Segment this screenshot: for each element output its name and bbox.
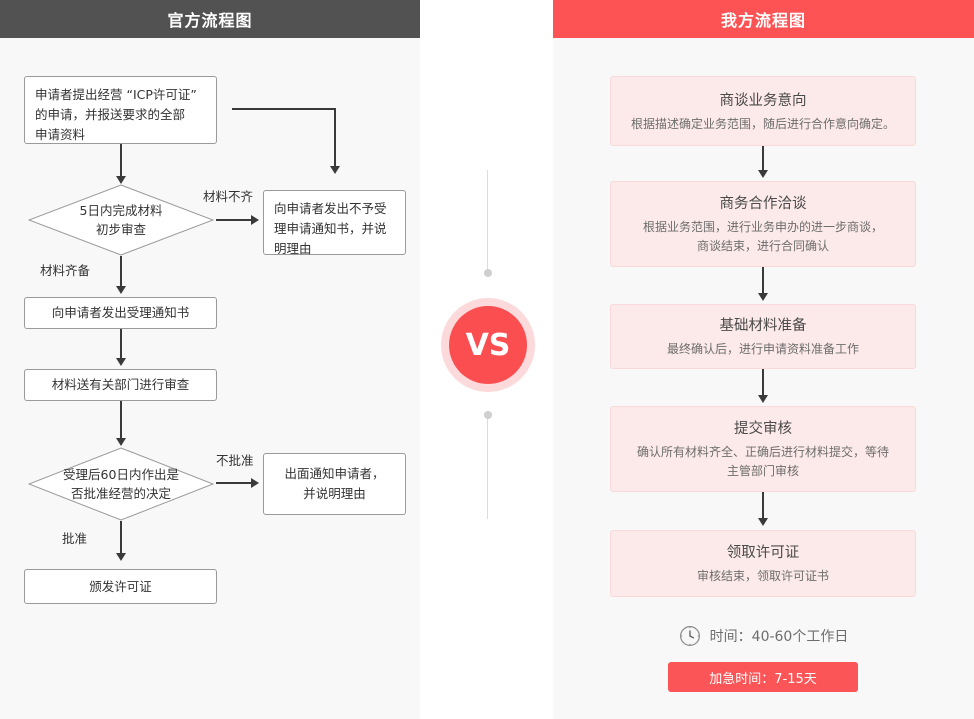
flow-node-send-dept: 材料送有关部门进行审查 — [24, 369, 217, 401]
step-5-desc: 审核结束，领取许可证书 — [696, 569, 829, 583]
connector-accept-to-dept — [120, 329, 122, 360]
flow-node-apply-label: 申请者提出经营 “ICP许可证” 的申请，并报送要求的全部 申请资料 — [35, 87, 197, 142]
connector-decide-to-issue — [120, 521, 122, 555]
connector-step-1-2 — [762, 146, 764, 172]
vs-line-top — [487, 170, 488, 275]
flow-node-accept-notice: 向申请者发出受理通知书 — [24, 297, 217, 329]
connector-apply-right — [232, 108, 336, 110]
arrow-step-2-3 — [758, 293, 768, 301]
connector-apply-down — [334, 108, 336, 168]
step-1-desc: 根据描述确定业务范围，随后进行合作意向确定。 — [630, 116, 895, 131]
step-card-2: 商务合作洽谈 根据业务范围，进行业务申办的进一步商谈， 商谈结束，进行合同确认 — [610, 181, 916, 267]
diamond-shape-review — [28, 184, 214, 256]
connector-dept-to-decide — [120, 401, 122, 441]
vs-line-bottom — [487, 419, 488, 519]
step-4-title: 提交审核 — [734, 421, 792, 437]
time-summary-row: 时间：40-60个工作日 — [553, 625, 974, 647]
step-5-title: 领取许可证 — [726, 545, 800, 561]
step-card-1: 商谈业务意向 根据描述确定业务范围，随后进行合作意向确定。 — [610, 76, 916, 146]
arrow-accept-to-dept — [116, 358, 126, 366]
arrow-step-4-5 — [758, 518, 768, 526]
arrow-step-3-4 — [758, 395, 768, 403]
connector-review-to-accept — [120, 256, 122, 287]
flow-node-issue-license-label: 颁发许可证 — [89, 578, 152, 594]
step-card-4: 提交审核 确认所有材料齐全、正确后进行材料提交，等待 主管部门审核 — [610, 406, 916, 492]
time-label: 时间：40-60个工作日 — [709, 629, 849, 645]
flow-node-notify-applicant: 出面通知申请者， 并说明理由 — [263, 453, 406, 515]
arrow-decide-to-issue — [116, 553, 126, 561]
vs-dot-bottom — [484, 411, 492, 419]
flow-node-reject-notice-label: 向申请者发出不予受 理申请通知书，并说 明理由 — [274, 201, 387, 256]
flow-node-review5-label: 5日内完成材料 初步审查 — [79, 203, 163, 237]
our-panel-title: 我方流程图 — [553, 0, 974, 38]
arrow-apply-to-review — [116, 176, 126, 184]
arrow-review-to-accept — [116, 286, 126, 294]
diamond-shape-decide — [28, 447, 214, 521]
vs-dot-top — [484, 269, 492, 277]
clock-icon — [679, 626, 700, 646]
flow-node-apply: 申请者提出经营 “ICP许可证” 的申请，并报送要求的全部 申请资料 — [24, 76, 217, 144]
arrow-step-1-2 — [758, 170, 768, 178]
connector-step-4-5 — [762, 492, 764, 520]
flow-node-notify-applicant-label: 出面通知申请者， 并说明理由 — [284, 466, 385, 501]
step-3-title: 基础材料准备 — [719, 318, 807, 334]
flow-node-decide60-label: 受理后60日内作出是 否批准经营的决定 — [63, 467, 179, 501]
flow-node-review5: 5日内完成材料 初步审查 — [28, 184, 214, 256]
connector-step-2-3 — [762, 267, 764, 295]
edge-label-approved: 批准 — [62, 531, 88, 546]
official-flow-panel: 官方流程图 申请者提出经营 “ICP许可证” 的申请，并报送要求的全部 申请资料… — [0, 0, 420, 719]
edge-label-not-approved: 不批准 — [216, 453, 254, 468]
arrow-dept-to-decide — [116, 438, 126, 446]
flow-node-accept-notice-label: 向申请者发出受理通知书 — [51, 305, 190, 320]
urgent-time-button[interactable]: 加急时间：7-15天 — [668, 662, 858, 692]
step-card-3: 基础材料准备 最终确认后，进行申请资料准备工作 — [610, 304, 916, 369]
arrow-review-to-reject — [251, 215, 259, 225]
connector-decide-to-notify — [216, 482, 253, 484]
connector-step-3-4 — [762, 369, 764, 397]
step-1-title: 商谈业务意向 — [719, 92, 807, 109]
step-3-desc: 最终确认后，进行申请资料准备工作 — [666, 342, 859, 356]
connector-apply-to-review — [120, 144, 122, 177]
flow-node-reject-notice: 向申请者发出不予受 理申请通知书，并说 明理由 — [263, 190, 406, 256]
arrow-decide-to-notify — [251, 478, 259, 488]
edge-label-material-complete: 材料齐备 — [40, 263, 91, 278]
step-2-title: 商务合作洽谈 — [719, 196, 807, 212]
arrow-apply-to-reject — [330, 166, 340, 174]
connector-review-to-reject — [216, 219, 253, 221]
flow-node-decide60: 受理后60日内作出是 否批准经营的决定 — [28, 447, 214, 521]
flow-node-send-dept-label: 材料送有关部门进行审查 — [51, 377, 190, 392]
vs-badge: VS — [441, 298, 535, 392]
step-2-desc: 根据业务范围，进行业务申办的进一步商谈， 商谈结束，进行合同确认 — [642, 220, 883, 253]
edge-label-material-incomplete: 材料不齐 — [203, 189, 254, 204]
vs-badge-label: VS — [449, 306, 527, 384]
step-4-desc: 确认所有材料齐全、正确后进行材料提交，等待 主管部门审核 — [636, 445, 889, 478]
flow-node-issue-license: 颁发许可证 — [24, 569, 217, 604]
step-card-5: 领取许可证 审核结束，领取许可证书 — [610, 530, 916, 597]
official-panel-title: 官方流程图 — [0, 0, 420, 38]
